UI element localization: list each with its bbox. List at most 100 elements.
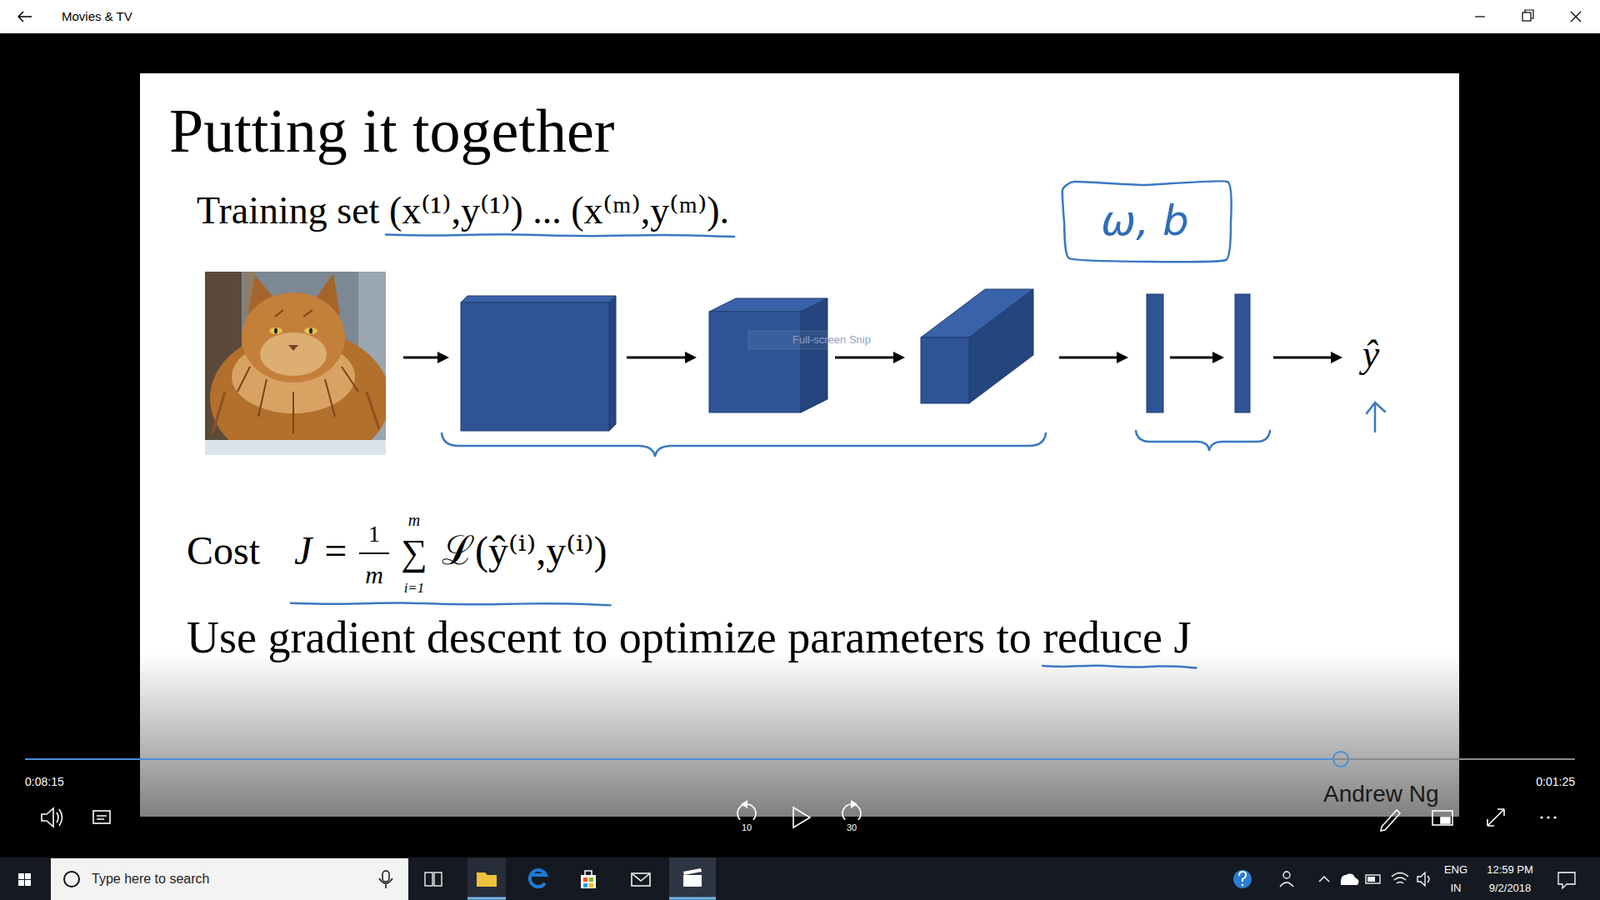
- fc-layer: [1235, 294, 1250, 413]
- taskbar: [1283, 871, 1290, 879]
- player-controls: [1380, 810, 1400, 831]
- progress-bar: [1333, 751, 1349, 767]
- taskbar: [669, 857, 716, 900]
- title-bar: [0, 0, 1600, 34]
- conv-volume: [920, 337, 970, 404]
- conv-volume: [709, 298, 828, 413]
- player-controls: [93, 810, 110, 824]
- conv-volume: [460, 295, 616, 431]
- flow-arrow: [1170, 356, 1215, 360]
- sum-upper-limit: m: [408, 510, 420, 530]
- taskbar: [25, 873, 31, 880]
- player-controls: [1432, 810, 1453, 825]
- taskbar: [669, 897, 716, 900]
- fraction-denominator: m: [365, 560, 384, 590]
- taskbar: [425, 872, 433, 886]
- fraction-numerator: 1: [368, 520, 380, 548]
- sum-lower-limit: i=1: [404, 580, 425, 597]
- taskbar: [580, 875, 596, 889]
- taskbar: [589, 883, 594, 888]
- flow-arrow: [437, 351, 450, 364]
- cat-photo: [210, 330, 386, 455]
- taskbar: [379, 878, 393, 889]
- training-set: Training set (x⁽¹⁾,y⁽¹⁾) ... (x⁽ᵐ⁾,y⁽ᵐ⁾)…: [196, 189, 730, 234]
- player-controls: [56, 809, 63, 826]
- cat-photo: [274, 328, 278, 335]
- taskbar: [50, 858, 409, 900]
- hand-box: [1062, 180, 1232, 262]
- taskbar: [631, 873, 650, 886]
- taskbar: [18, 873, 25, 880]
- clock-date: 9/2/2018: [1489, 882, 1532, 895]
- author-credit: Andrew Ng: [1323, 780, 1440, 808]
- snip-tooltip: Full-screen Snip: [792, 334, 871, 347]
- taskbar: [1367, 876, 1375, 882]
- taskbar: [530, 870, 546, 887]
- player-controls: [793, 807, 810, 828]
- cost-word: Cost: [186, 527, 260, 574]
- cat-photo: [237, 310, 359, 434]
- remaining-time: 0:01:25: [1535, 775, 1575, 789]
- cat-photo: [205, 440, 386, 455]
- player-controls: [1440, 817, 1450, 824]
- flow-arrow: [1273, 356, 1334, 360]
- conv-volume: [800, 298, 828, 413]
- gradient-descent-note: Use gradient descent to optimize paramet…: [186, 611, 1192, 664]
- flow-arrow: [1059, 356, 1120, 360]
- player-controls: [740, 800, 748, 809]
- skip-back-seconds: 10: [741, 822, 752, 834]
- flow-arrow: [626, 356, 688, 360]
- clock-time: 12:59 PM: [1486, 864, 1534, 877]
- progress-bar: [25, 751, 1575, 767]
- cat-photo: [241, 292, 345, 383]
- title-bar: [18, 11, 32, 22]
- fc-layer: [1146, 294, 1250, 413]
- taskbar: [1280, 882, 1294, 887]
- taskbar: [382, 870, 390, 882]
- cat-photo: [205, 271, 386, 455]
- hand-underline: [385, 234, 735, 237]
- player-controls: [41, 808, 54, 827]
- cat-photo: [212, 391, 380, 434]
- elapsed-time: 0:08:15: [25, 775, 65, 789]
- slide-title: Putting it together: [169, 95, 615, 167]
- hand-arrow: [1366, 402, 1385, 432]
- player-controls: [1553, 815, 1556, 819]
- conv-volume: [709, 311, 801, 413]
- taskbar: [467, 857, 506, 900]
- progress-bar: [25, 758, 1575, 760]
- taskbar: [0, 857, 1600, 900]
- player-controls: [1546, 815, 1550, 819]
- title-bar: [1570, 11, 1581, 22]
- taskbar: [589, 877, 594, 882]
- flow-arrow: [835, 356, 896, 360]
- conv-volume: [969, 289, 1034, 404]
- handwritten-note: ω, b: [1100, 197, 1189, 246]
- flow-arrow: [1212, 351, 1225, 364]
- cat-photo: [304, 327, 318, 335]
- taskbar: [585, 870, 592, 875]
- taskbar: [476, 872, 497, 887]
- taskbar: [64, 871, 80, 887]
- conv-volume: [460, 295, 616, 303]
- taskbar: [1427, 875, 1430, 883]
- title-bar: [0, 0, 1600, 34]
- taskbar: [631, 873, 650, 881]
- taskbar: [467, 897, 506, 900]
- taskbar: [1239, 871, 1246, 882]
- taskbar: [18, 873, 31, 886]
- taskbar: [434, 872, 442, 886]
- hand-brace: [441, 433, 1046, 457]
- cost-symbol: J =: [294, 527, 350, 574]
- loss-term: ℒ(ŷ⁽ⁱ⁾,y⁽ⁱ⁾): [441, 527, 607, 574]
- taskbar: [25, 880, 31, 886]
- slide: [140, 73, 1460, 817]
- title-bar: [1522, 12, 1531, 21]
- cat-photo: [288, 345, 299, 351]
- language: ENG: [1444, 864, 1468, 877]
- conv-volume: [920, 289, 1034, 404]
- taskbar: [0, 857, 1600, 900]
- fc-layer: [1146, 294, 1164, 413]
- flow-arrow: [1116, 351, 1129, 364]
